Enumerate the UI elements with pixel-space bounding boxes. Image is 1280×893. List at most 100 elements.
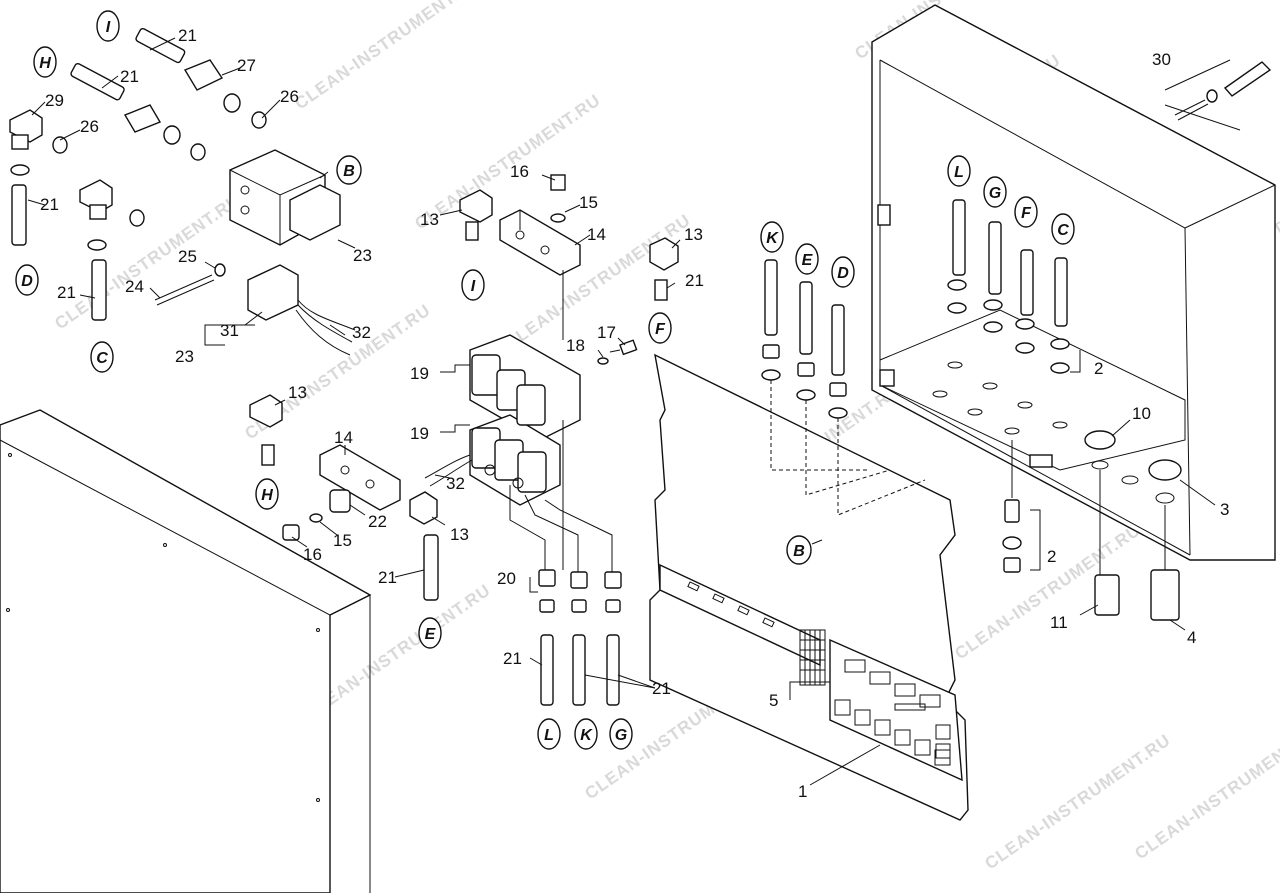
callout-number: 21: [40, 195, 59, 214]
callout-number: 3: [1220, 500, 1229, 519]
connector-labels: I H B D C I F H E L K G K E D L G F C B: [15, 10, 1075, 750]
valve-block-assembly: [229, 149, 356, 356]
connector-letter: K: [580, 727, 593, 744]
callout-number: 4: [1187, 628, 1196, 647]
connector-letter: F: [655, 321, 666, 338]
callout-number: 2: [1047, 547, 1056, 566]
callout-number: 15: [579, 193, 598, 212]
connector-letter: C: [1057, 222, 1069, 239]
anchor-screw-set: [1164, 59, 1272, 131]
solenoid-valve-bank: [424, 334, 581, 506]
connector-oval: E: [418, 617, 442, 649]
callout-number: 32: [352, 323, 371, 342]
callout-number: 14: [587, 225, 606, 244]
callout-number: 32: [446, 474, 465, 493]
enclosure-box: [871, 4, 1276, 561]
connector-letter: C: [96, 350, 108, 367]
connector-oval: B: [786, 535, 812, 565]
callout-number: 21: [652, 679, 671, 698]
connector-letter: G: [615, 727, 627, 744]
callout-number: 14: [334, 428, 353, 447]
callout-number: 13: [450, 525, 469, 544]
connector-oval: K: [760, 221, 784, 253]
connector-oval: D: [15, 264, 39, 296]
callout-number: 31: [220, 321, 239, 340]
leader-lines: [27, 37, 1216, 786]
connector-letter: I: [471, 278, 476, 295]
connector-oval: G: [983, 176, 1007, 208]
connector-letter: L: [954, 164, 964, 181]
callout-number: 16: [303, 545, 322, 564]
enclosure-hoses: [761, 199, 1070, 516]
connector-oval: F: [648, 312, 672, 344]
connector-oval: L: [947, 155, 971, 187]
callout-number: 5: [769, 691, 778, 710]
callout-number: 18: [566, 336, 585, 355]
connector-oval: B: [336, 155, 362, 185]
connector-oval: C: [90, 341, 114, 373]
callout-number: 13: [288, 383, 307, 402]
callout-number: 27: [237, 56, 256, 75]
callout-number: 17: [597, 323, 616, 342]
connector-letter: G: [989, 185, 1001, 202]
callout-number: 21: [503, 649, 522, 668]
connector-oval: I: [461, 269, 485, 301]
connector-oval: C: [1051, 213, 1075, 245]
connector-letter: L: [544, 727, 554, 744]
callout-number: 26: [80, 117, 99, 136]
callout-number: 11: [1050, 613, 1068, 632]
callout-number: 21: [378, 568, 397, 587]
callout-number: 24: [125, 277, 144, 296]
fittings-upper-left: [9, 27, 267, 321]
connector-letter: I: [106, 19, 111, 36]
distributor-lower: [249, 394, 439, 601]
watermark: CLEAN-INSTRUMENT.RU: [411, 90, 604, 233]
callout-number: 29: [45, 91, 64, 110]
callout-number: 13: [420, 210, 439, 229]
callout-number: 21: [685, 271, 704, 290]
callout-number: 21: [57, 283, 76, 302]
callout-number: 25: [178, 247, 197, 266]
callout-number: 21: [120, 67, 139, 86]
connector-letter: H: [261, 487, 273, 504]
callout-number: 2: [1094, 359, 1103, 378]
connector-oval: D: [831, 256, 855, 288]
distributor-upper: [459, 174, 679, 301]
callout-number: 13: [684, 225, 703, 244]
watermark: CLEAN-INSTRUMENT.RU: [291, 0, 484, 113]
callout-number: 19: [410, 364, 429, 383]
callout-number: 15: [333, 531, 352, 550]
connector-letter: H: [39, 55, 51, 72]
connector-oval: I: [96, 10, 120, 42]
callout-number: 16: [510, 162, 529, 181]
connector-letter: E: [802, 252, 814, 269]
callout-numbers: 1 2 2 3 4 5 10 11 13 13 13 13 14 14 15 1…: [40, 26, 1229, 801]
bulkhead-fittings: [1002, 430, 1182, 621]
connector-letter: B: [793, 543, 805, 560]
callout-number: 30: [1152, 50, 1171, 69]
connector-oval: H: [255, 478, 279, 510]
connector-letter: D: [21, 273, 33, 290]
connector-letter: B: [343, 163, 355, 180]
connector-oval: H: [33, 46, 57, 78]
bolt-and-washer: [597, 339, 638, 365]
callout-number: 26: [280, 87, 299, 106]
connector-oval: F: [1014, 196, 1038, 228]
callout-number: 20: [497, 569, 516, 588]
callout-number: 1: [798, 782, 807, 801]
connector-letter: K: [766, 230, 779, 247]
watermark: CLEAN-INSTRUMENT.RU: [51, 190, 244, 333]
connector-oval: E: [795, 243, 819, 275]
callout-number: 19: [410, 424, 429, 443]
mounting-plate: [649, 353, 969, 821]
connector-letter: E: [425, 626, 437, 643]
callout-number: 23: [353, 246, 372, 265]
callout-number: 21: [178, 26, 197, 45]
valve-outlet-hoses: [509, 270, 622, 706]
connector-letter: D: [837, 265, 849, 282]
connector-oval: K: [574, 718, 598, 750]
front-cover-panel: [0, 409, 372, 893]
callout-number: 23: [175, 347, 194, 366]
callout-number: 10: [1132, 404, 1151, 423]
